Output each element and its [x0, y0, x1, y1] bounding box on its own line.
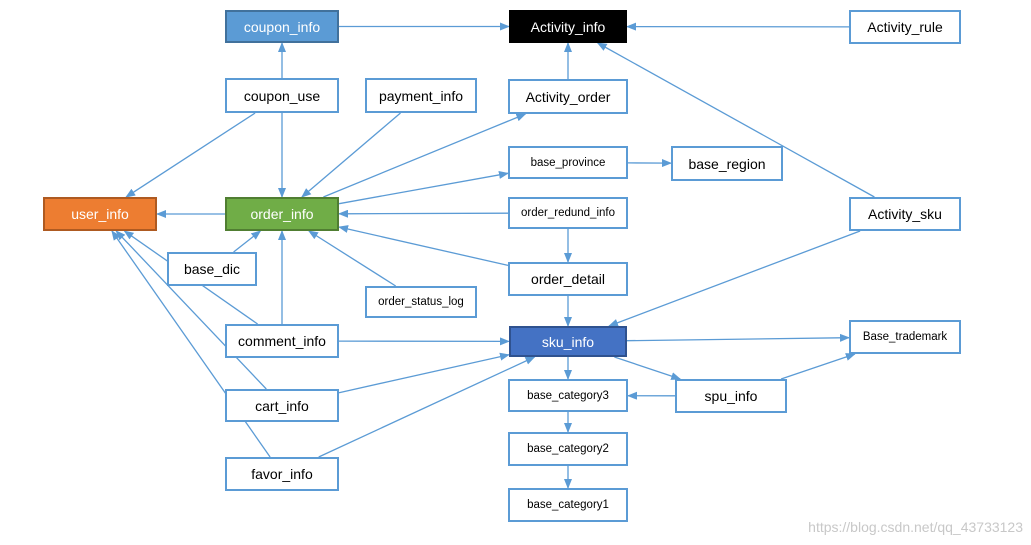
edge-activity-sku-to-activity-info: [596, 42, 875, 198]
edge-order-redund-info-to-order-info: [338, 209, 509, 218]
node-base-trademark: Base_trademark: [849, 320, 961, 354]
edge-sku-info-to-spu-info: [614, 356, 682, 380]
node-order-status-log: order_status_log: [365, 286, 477, 318]
edge-base-dic-to-order-info: [233, 230, 262, 253]
node-base-category1: base_category1: [508, 488, 628, 522]
edge-order-status-log-to-order-info: [308, 230, 397, 287]
node-activity-order: Activity_order: [508, 79, 628, 114]
node-favor-info: favor_info: [225, 457, 339, 491]
node-order-detail: order_detail: [508, 262, 628, 296]
node-order-info: order_info: [225, 197, 339, 231]
edge-order-detail-to-order-info: [338, 225, 509, 267]
edge-coupon-use-to-user-info: [125, 112, 256, 198]
node-activity-rule: Activity_rule: [849, 10, 961, 44]
node-base-province: base_province: [508, 146, 628, 179]
edge-spu-info-to-base-trademark: [780, 353, 856, 380]
node-order-redund-info: order_redund_info: [508, 197, 628, 229]
edge-order-info-to-activity-order: [323, 113, 527, 198]
node-payment-info: payment_info: [365, 78, 477, 113]
node-base-region: base_region: [671, 146, 783, 181]
node-base-category2: base_category2: [508, 432, 628, 466]
edge-cart-info-to-user-info: [115, 230, 267, 390]
edge-favor-info-to-sku-info: [318, 356, 536, 458]
node-base-category3: base_category3: [508, 379, 628, 412]
node-coupon-info: coupon_info: [225, 10, 339, 43]
node-comment-info: comment_info: [225, 324, 339, 358]
edge-order-info-to-base-province: [338, 170, 509, 205]
node-user-info: user_info: [43, 197, 157, 231]
node-coupon-use: coupon_use: [225, 78, 339, 113]
edge-sku-info-to-base-trademark: [626, 333, 850, 342]
node-activity-info: Activity_info: [509, 10, 627, 43]
watermark: https://blog.csdn.net/qq_43733123: [808, 519, 1023, 535]
node-activity-sku: Activity_sku: [849, 197, 961, 231]
node-spu-info: spu_info: [675, 379, 787, 413]
node-base-dic: base_dic: [167, 252, 257, 286]
edge-payment-info-to-order-info: [301, 112, 401, 198]
edge-cart-info-to-sku-info: [338, 352, 510, 394]
edge-activity-sku-to-sku-info: [608, 230, 861, 327]
node-cart-info: cart_info: [225, 389, 339, 422]
node-sku-info: sku_info: [509, 326, 627, 357]
